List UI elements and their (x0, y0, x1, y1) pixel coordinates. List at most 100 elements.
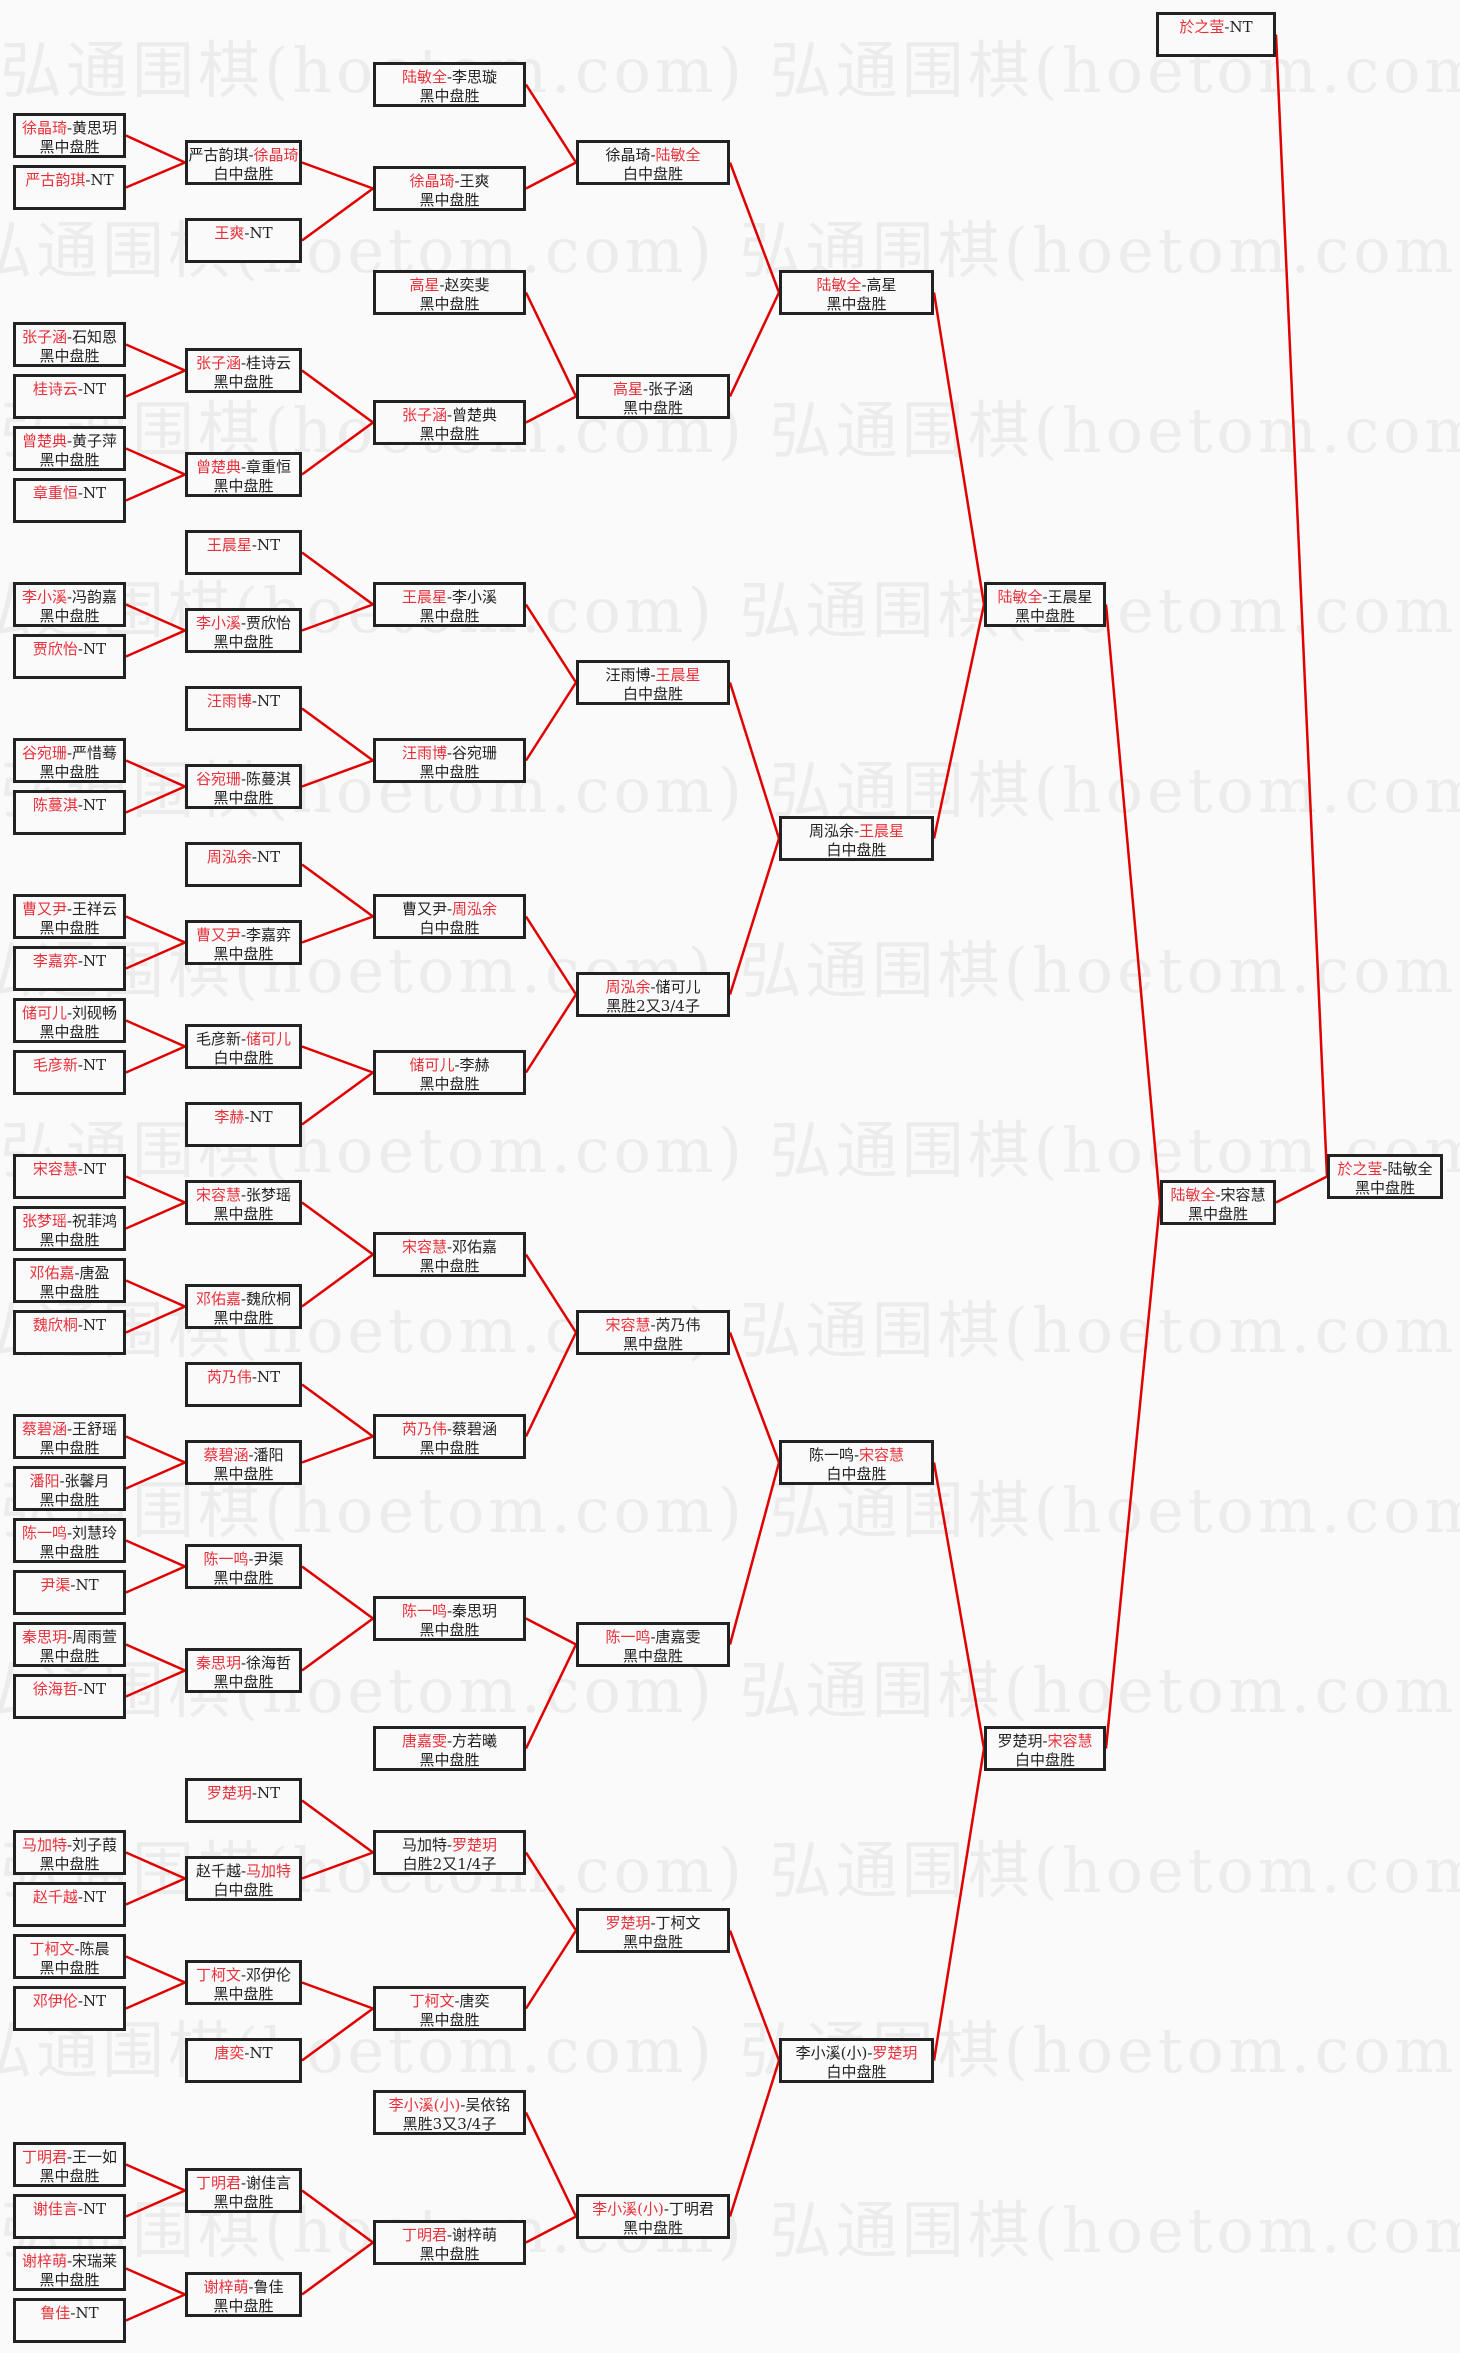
player-b: 王晨星 (859, 822, 905, 840)
player-a: 谢梓萌 (203, 2278, 249, 2296)
separator: - (66, 1836, 73, 1854)
match-result: 黑中盘胜 (419, 425, 480, 443)
player-b: 李思璇 (452, 68, 498, 86)
player-a: 丁柯文 (409, 1992, 455, 2010)
separator: - (77, 1888, 83, 1906)
player-b: NT (256, 692, 281, 710)
bracket-connector (125, 941, 186, 970)
player-b: 李小溪 (452, 588, 498, 606)
bracket-connector (932, 292, 986, 605)
player-a: 李赫 (214, 1108, 245, 1126)
player-b: 徐晶琦 (253, 146, 299, 164)
match-box: 陈一鸣-宋容慧白中盘胜 (779, 1440, 934, 1485)
match-players: 储可儿-李赫 (409, 1056, 489, 1074)
player-a: 曾楚典 (21, 432, 67, 450)
player-a: 罗楚玥 (605, 1914, 651, 1932)
bracket-connector (301, 603, 374, 632)
separator: - (244, 2044, 250, 2062)
bracket-connector (1275, 1175, 1328, 1204)
player-a: 丁柯文 (195, 1966, 241, 1984)
player-a: 陆敏全 (816, 276, 862, 294)
player-a: 周泓余 (808, 822, 854, 840)
match-result: 黑中盘胜 (419, 2011, 480, 2029)
match-box: 陆敏全-王晨星黑中盘胜 (984, 582, 1106, 627)
match-result: 黑中盘胜 (1187, 1205, 1248, 1223)
player-a: 赵千越 (32, 1888, 78, 1906)
separator: - (853, 822, 860, 840)
separator: - (650, 146, 656, 164)
separator: - (446, 900, 453, 918)
match-players: 曾楚典-章重恒 (196, 458, 291, 476)
match-players: 徐晶琦-王爽 (409, 172, 489, 190)
separator: - (454, 1992, 460, 2010)
player-b: 王祥云 (72, 900, 118, 918)
separator: - (66, 1628, 73, 1646)
player-b: 赵奕斐 (444, 276, 490, 294)
player-b: 罗楚玥 (872, 2044, 918, 2062)
match-players: 王晨星-李小溪 (402, 588, 497, 606)
player-a: 陆敏全 (997, 588, 1043, 606)
match-result: 黑胜2又3/4子 (606, 997, 700, 1015)
player-a: 陈一鸣 (605, 1628, 651, 1646)
match-players: 严古韵琪-徐晶琦 (188, 146, 298, 164)
player-a: 陆敏全 (1170, 1186, 1216, 1204)
match-result: 黑中盘胜 (39, 1959, 100, 1977)
player-a: 宋容慧 (401, 1238, 447, 1256)
separator: - (74, 1264, 80, 1282)
match-box: 谢佳言-NT (13, 2194, 126, 2239)
separator: - (240, 458, 247, 476)
bracket-connector (525, 2215, 577, 2244)
match-box: 马加特-刘子葭黑中盘胜 (13, 1830, 126, 1875)
bracket-connector (301, 187, 374, 242)
match-box: 罗楚玥-NT (185, 1778, 302, 1823)
player-b: 王爽 (459, 172, 490, 190)
player-b: NT (82, 380, 107, 398)
player-a: 宋容慧 (195, 1186, 241, 1204)
player-b: NT (1229, 18, 1253, 36)
match-players: 曹又尹-周泓余 (402, 900, 497, 918)
player-a: 陈一鸣 (203, 1550, 249, 1568)
match-box: 陆敏全-李思璇黑中盘胜 (373, 62, 526, 107)
bracket-connector (932, 1462, 986, 1749)
player-b: 宋瑞莱 (72, 2252, 118, 2270)
bracket-connector (524, 1643, 578, 1750)
match-players: 芮乃伟-NT (207, 1368, 280, 1386)
player-b: NT (82, 484, 107, 502)
bracket-connector (125, 1981, 186, 2010)
separator: - (1215, 1186, 1221, 1204)
bracket-connector (125, 1877, 186, 1906)
match-box: 赵千越-马加特白中盘胜 (185, 1856, 302, 1901)
bracket-connector (125, 1175, 186, 1204)
player-b: 王舒瑶 (72, 1420, 118, 1438)
player-b: 唐嘉雯 (655, 1628, 701, 1646)
player-b: 尹渠 (253, 1550, 284, 1568)
match-box: 邓佑嘉-唐盈黑中盘胜 (13, 1258, 126, 1303)
separator: - (77, 2200, 83, 2218)
separator: - (240, 354, 247, 372)
player-b: 李嘉弈 (246, 926, 292, 944)
bracket-connector (728, 682, 781, 839)
separator: - (642, 380, 649, 398)
player-a: 谢佳言 (32, 2200, 78, 2218)
match-box: 秦思玥-徐海哲黑中盘胜 (185, 1648, 302, 1693)
bracket-connector (125, 1045, 186, 1074)
separator: - (446, 2226, 453, 2244)
separator: - (66, 588, 73, 606)
match-result: 黑中盘胜 (419, 1439, 480, 1457)
match-result: 白中盘胜 (419, 919, 480, 937)
player-b: 谢佳言 (246, 2174, 292, 2192)
match-box: 陈一鸣-刘慧玲黑中盘胜 (13, 1518, 126, 1563)
player-a: 罗楚玥 (206, 1784, 252, 1802)
match-box: 曹又尹-王祥云黑中盘胜 (13, 894, 126, 939)
match-box: 曾楚典-章重恒黑中盘胜 (185, 452, 302, 497)
match-players: 章重恒-NT (33, 484, 106, 502)
match-box: 王晨星-李小溪黑中盘胜 (373, 582, 526, 627)
player-a: 曾楚典 (195, 458, 241, 476)
player-a: 李小溪 (195, 614, 241, 632)
separator: - (446, 1836, 453, 1854)
match-box: 丁柯文-陈晨黑中盘胜 (13, 1934, 126, 1979)
match-result: 黑中盘胜 (39, 1283, 100, 1301)
match-players: 徐海哲-NT (33, 1680, 106, 1698)
match-box: 唐奕-NT (185, 2038, 302, 2083)
match-players: 蔡碧涵-潘阳 (203, 1446, 283, 1464)
